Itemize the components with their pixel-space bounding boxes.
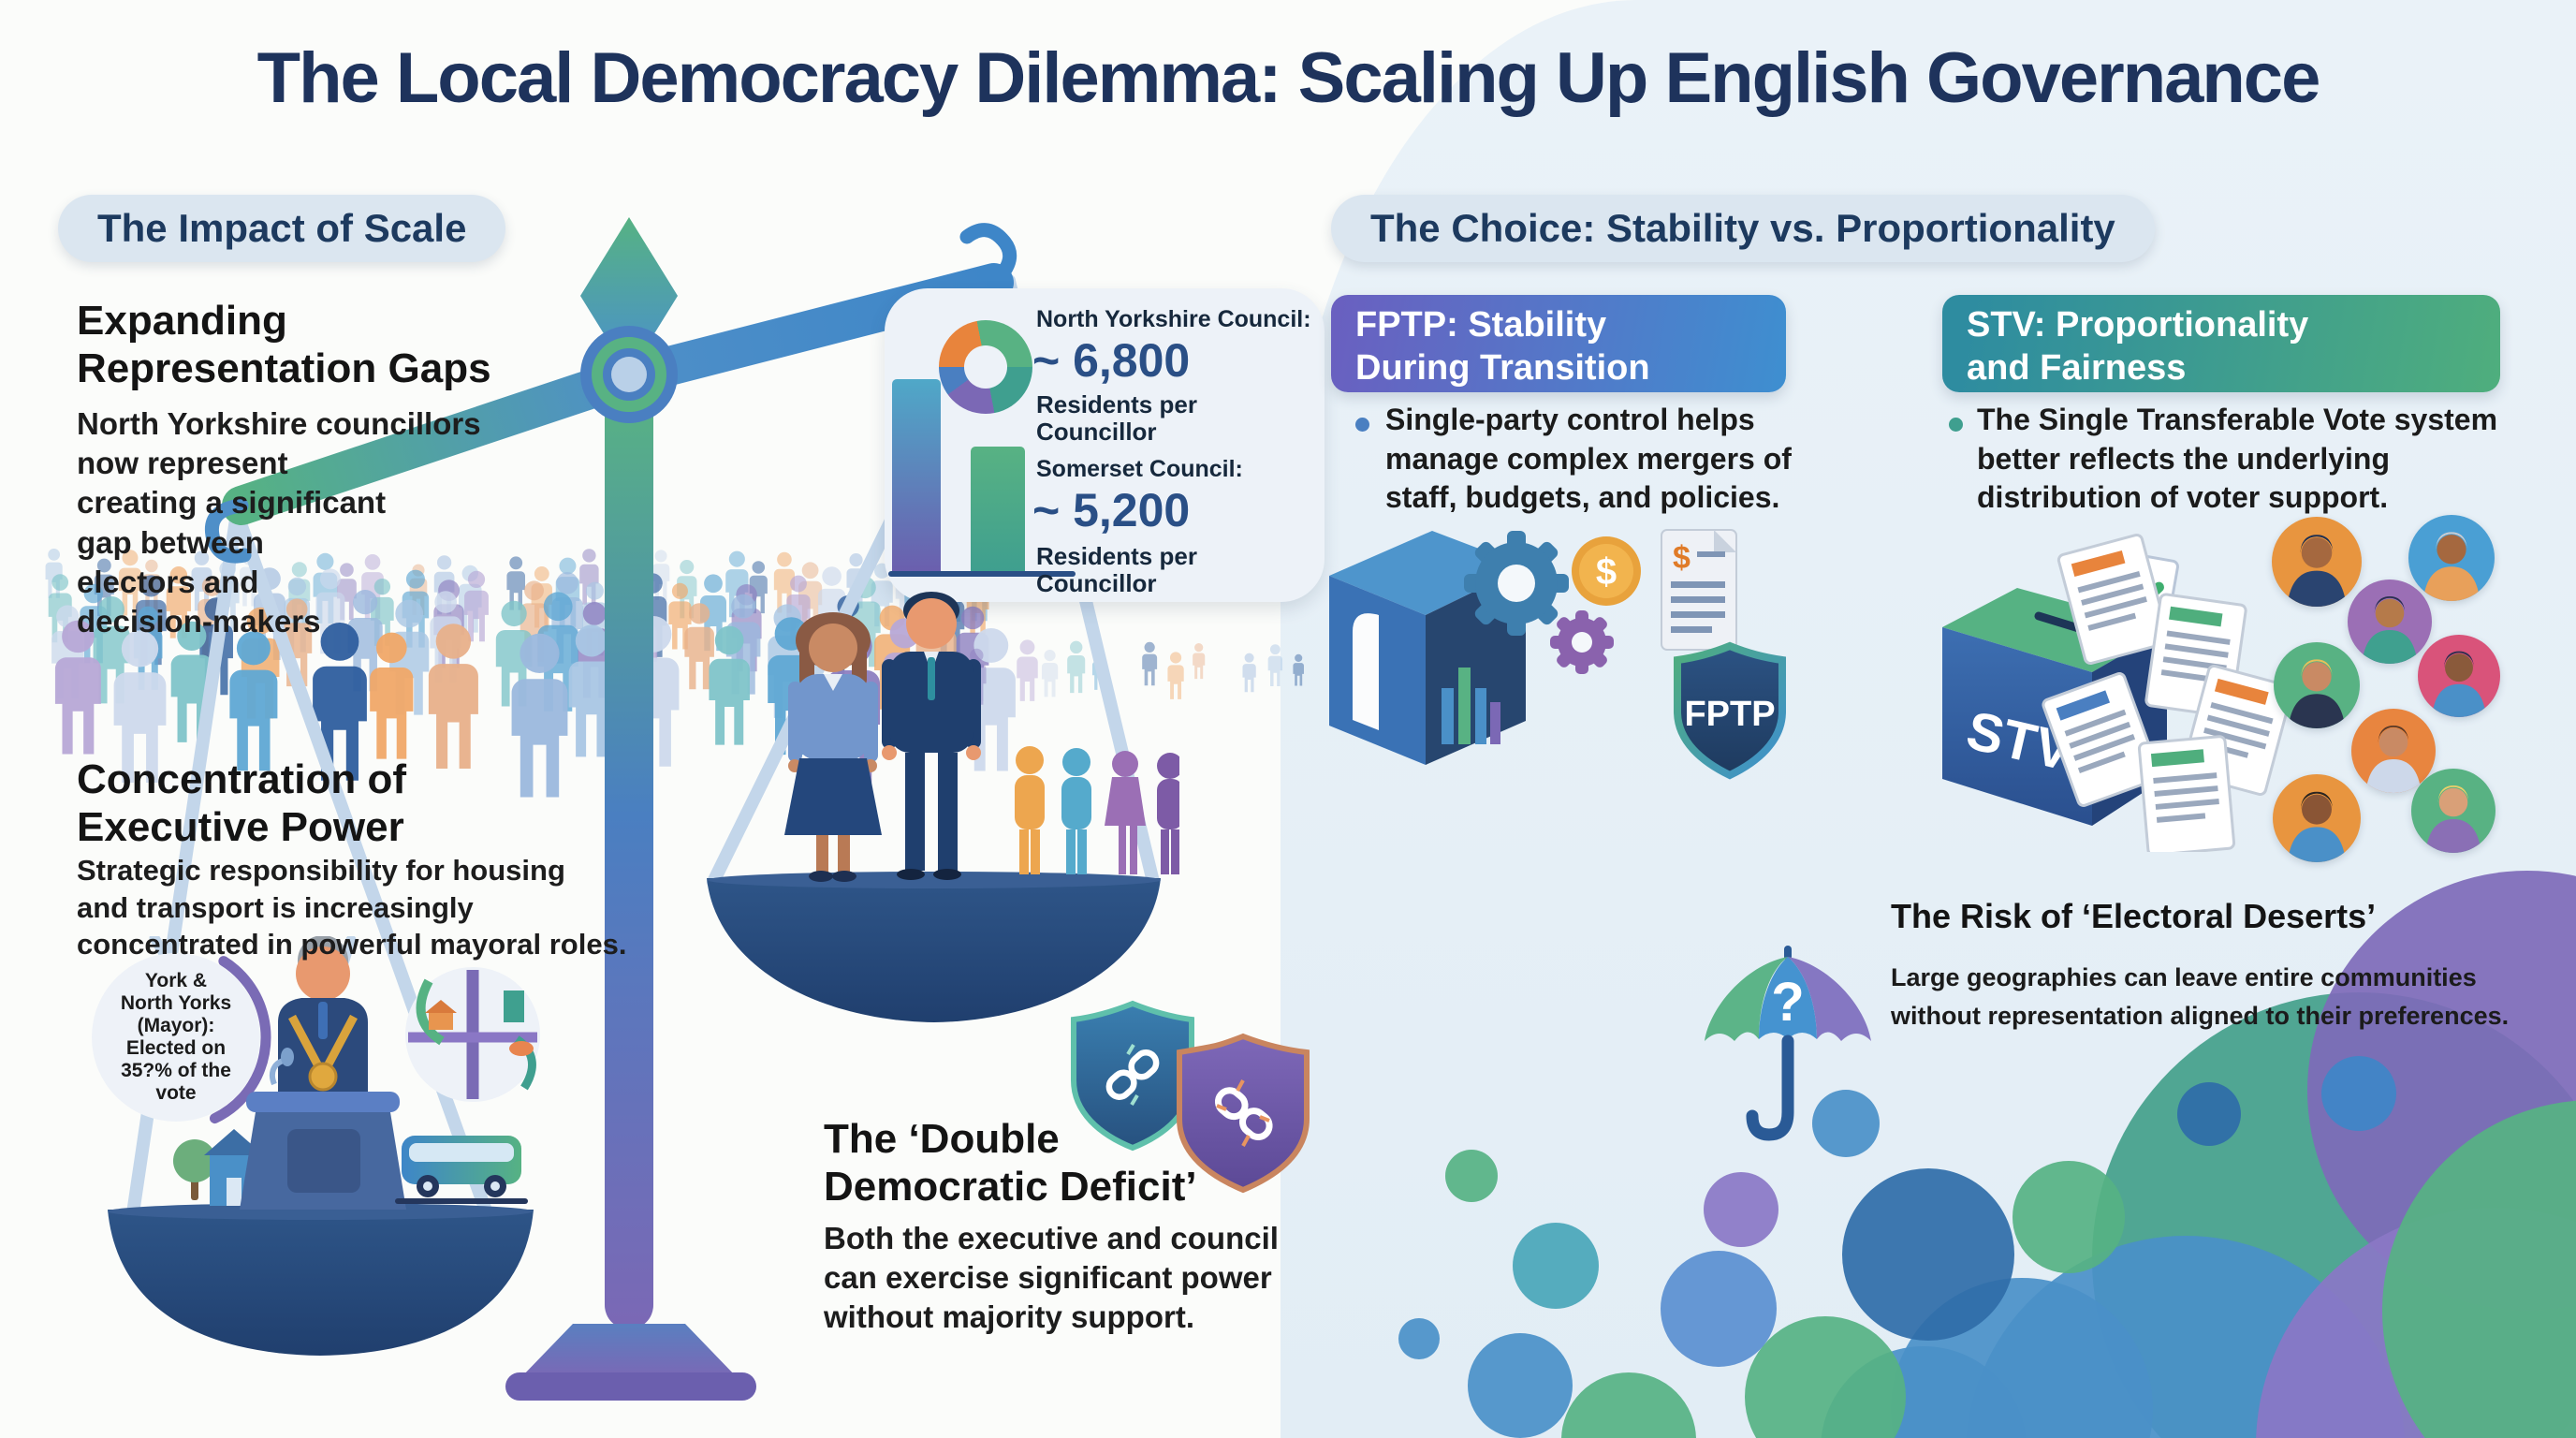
map-circle-icon	[405, 967, 540, 1102]
councillor-figures-illustration	[784, 592, 1179, 882]
voter-avatar-icon	[2418, 635, 2500, 717]
fptp-shield-icon: FPTP	[1674, 641, 1786, 780]
man-figure	[882, 592, 981, 880]
tree-icon	[173, 1139, 216, 1200]
small-gear-icon	[1550, 610, 1614, 674]
deserts-body: Large geographies can leave entire commu…	[1891, 963, 2510, 1030]
decor-bubble	[1468, 1333, 1573, 1438]
voter-avatar-icon	[2273, 774, 2361, 862]
decor-bubble	[1812, 1090, 1880, 1157]
decor-bubble	[1704, 1172, 1778, 1247]
woman-figure	[784, 612, 882, 882]
left-hook-icon	[204, 498, 252, 564]
decor-bubble	[1445, 1150, 1498, 1202]
ballot-papers-icons	[2042, 533, 2294, 852]
right-hook-icon	[959, 223, 1017, 290]
decor-bubble	[1398, 1318, 1440, 1359]
small-citizen-figures	[1015, 746, 1179, 874]
deserts-heading: The Risk of ‘Electoral Deserts’	[1891, 897, 2377, 935]
badge-arc	[80, 942, 271, 1133]
voter-avatar-icon	[2348, 580, 2432, 664]
voter-avatar-icon	[2274, 642, 2360, 728]
voter-avatar-icon	[2351, 709, 2436, 793]
decor-bubble	[2012, 1161, 2125, 1273]
voter-avatar-icon	[2408, 515, 2495, 601]
bar-north-yorkshire	[892, 379, 941, 571]
pivot-ring	[592, 337, 666, 412]
fptp-title-box: FPTP: Stability During Transition	[1331, 295, 1786, 392]
electoral-deserts-umbrella-icon: ?	[1705, 946, 1871, 1141]
right-section-header: The Choice: Stability vs. Proportionalit…	[1331, 195, 2155, 262]
scale-base	[505, 1372, 756, 1401]
power-body: Strategic responsibility for housing and…	[77, 854, 627, 961]
left-pan-rim	[108, 1203, 533, 1220]
mayor-badge-circle	[92, 953, 260, 1122]
right-pan	[707, 878, 1161, 1022]
decor-bubble	[1842, 1168, 2014, 1341]
power-heading: Concentration of Executive Power	[77, 756, 406, 850]
budget-coin-icon: $	[1572, 536, 1641, 606]
fptp-illustration: $ $ FPTP	[1329, 529, 1786, 780]
ny-council-label: North Yorkshire Council:	[1036, 306, 1311, 332]
donut-chart-icon	[939, 320, 1032, 414]
scale-foot	[520, 1324, 738, 1378]
teal-shield-chain-icon	[1071, 1000, 1194, 1152]
scale-pillar	[605, 393, 653, 1329]
somerset-label: Somerset Council:	[1036, 456, 1243, 482]
fptp-bullet-icon	[1355, 418, 1369, 432]
decor-bubble	[1513, 1223, 1599, 1309]
somerset-unit: Residents per Councillor	[1036, 542, 1197, 598]
ny-council-value: ~ 6,800	[1032, 334, 1191, 387]
ny-council-unit: Residents per Councillor	[1036, 390, 1197, 447]
podium-icon	[240, 1092, 406, 1210]
council-stats-card: North Yorkshire Council: ~ 6,800 Residen…	[885, 288, 1325, 602]
bar-somerset	[971, 447, 1025, 571]
voter-avatar-icon	[2272, 517, 2362, 607]
gaps-heading: Expanding Representation Gaps	[77, 298, 491, 391]
council-building-icon	[1329, 531, 1526, 765]
stv-bullet-text: The Single Transferable Vote system bett…	[1977, 403, 2498, 515]
decor-bubble	[1661, 1251, 1777, 1367]
coin-dollar-glyph: $	[1596, 551, 1617, 593]
fptp-bullet-text: Single-party control helps manage comple…	[1385, 403, 1792, 515]
bar-axis	[888, 571, 1076, 577]
fptp-shield-label: FPTP	[1684, 695, 1775, 734]
mayor-figure	[269, 936, 368, 1101]
umbrella-question-glyph: ?	[1771, 972, 1804, 1033]
pivot-center	[611, 357, 647, 392]
voter-avatar-icon	[2411, 769, 2496, 853]
page-title: The Local Democracy Dilemma: Scaling Up …	[256, 38, 2321, 118]
stv-illustration: STV	[1942, 533, 2294, 852]
left-pan	[108, 1210, 534, 1356]
decor-bubble	[1745, 1316, 1906, 1438]
beam-left-arm	[222, 357, 649, 525]
deficit-heading: The ‘Double Democratic Deficit’	[824, 1116, 1197, 1210]
decor-bubble	[2321, 1056, 2396, 1131]
left-section-header: The Impact of Scale	[58, 195, 506, 262]
deficit-body: Both the executive and council can exerc…	[824, 1221, 1279, 1335]
stv-title-box: STV: Proportionality and Fairness	[1942, 295, 2500, 392]
stv-bullet-icon	[1949, 418, 1963, 432]
bus-icon	[395, 1136, 528, 1204]
doc-dollar-glyph: $	[1673, 540, 1690, 576]
mayor-scene-illustration	[80, 936, 540, 1210]
policy-document-icon: $	[1661, 529, 1737, 651]
purple-shield-chain-icon	[1177, 1033, 1310, 1194]
deficit-shields-illustration	[1071, 1000, 1310, 1194]
gaps-body: North Yorkshire councillors now represen…	[77, 406, 481, 639]
somerset-value: ~ 5,200	[1032, 484, 1191, 536]
mayor-badge-text: York & North Yorks (Mayor): Elected on 3…	[120, 970, 232, 1104]
decor-bubble	[2177, 1082, 2241, 1146]
large-gear-icon	[1464, 531, 1569, 636]
